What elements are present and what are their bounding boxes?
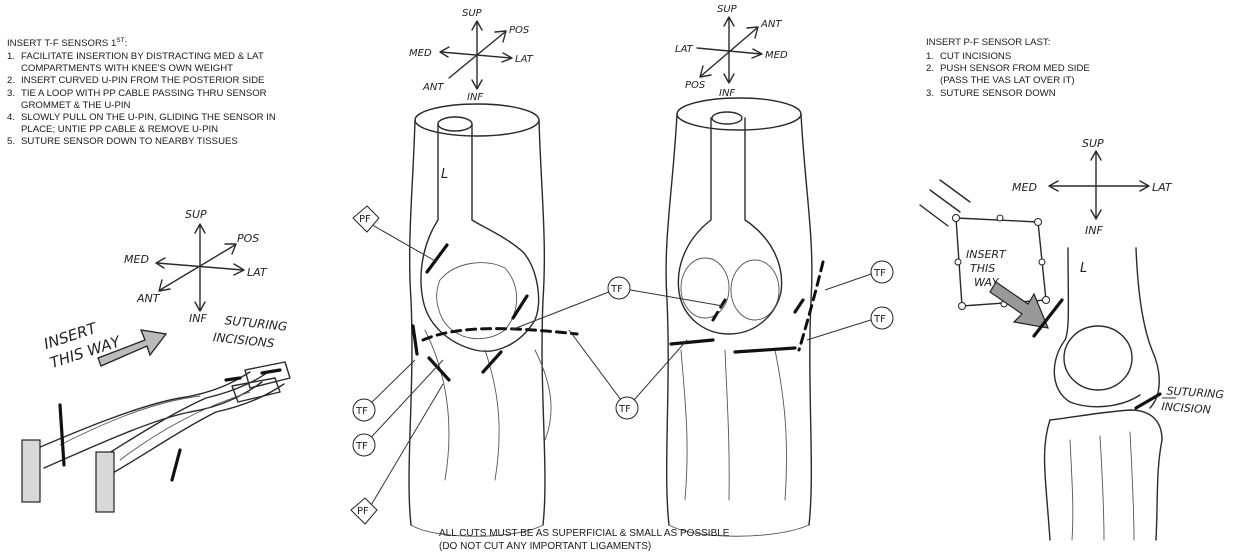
suturing-incision-label: SUTURING INCISION: [1161, 384, 1224, 417]
compass-med-label: MED: [1012, 181, 1037, 194]
compass-med-label: MED: [409, 48, 432, 59]
suturing-label-line: INCISION: [1161, 400, 1211, 416]
compass-pos-label: POS: [685, 80, 706, 91]
tf-callout-5: TF: [871, 261, 893, 283]
compass-ant-label: ANT: [136, 292, 161, 305]
compass-inf-label: INF: [467, 92, 483, 103]
tf-callout-6: TF: [871, 307, 893, 329]
tf-sensor-strips: [22, 362, 290, 512]
front-side-label: L: [441, 167, 448, 182]
insert-direction-label: INSERT THIS WAY: [42, 313, 125, 372]
pf-callout-text: PF: [359, 214, 371, 225]
compass-lat-label: LAT: [247, 266, 268, 279]
tf-callout-text: TF: [618, 404, 631, 415]
insert-label-line: INSERT: [966, 248, 1007, 261]
compass-sup-label: SUP: [1082, 137, 1104, 150]
sensor-body-lateral: [96, 452, 114, 512]
compass-ant-label: ANT: [422, 82, 444, 93]
front-orientation-compass: SUP POS MED LAT ANT INF: [409, 8, 534, 103]
tf-callout-text: TF: [873, 314, 886, 325]
insert-arrow-icon: [990, 282, 1048, 328]
cuts-warning-note: ALL CUTS MUST BE AS SUPERFICIAL & SMALL …: [439, 528, 799, 553]
orientation-compass: SUP POS MED LAT ANT INF: [124, 208, 268, 325]
sensor-body-medial: [22, 440, 40, 502]
suturing-label-line: INCISIONS: [212, 330, 275, 350]
suturing-label-line: SUTURING: [224, 313, 288, 333]
tf-callout-2: TF: [353, 434, 375, 456]
note-line: ALL CUTS MUST BE AS SUPERFICIAL & SMALL …: [439, 528, 799, 541]
compass-sup-label: SUP: [185, 208, 207, 221]
tf-callout-3: TF: [608, 277, 630, 299]
note-line: (DO NOT CUT ANY IMPORTANT LIGAMENTS): [439, 541, 799, 554]
pf-sensor-sketch: SUP MED LAT INF INSERT THIS WAY: [900, 0, 1244, 556]
compass-inf-label: INF: [1085, 224, 1103, 237]
compass-med-label: MED: [124, 253, 149, 266]
tf-sensor-sketch: SUP POS MED LAT ANT INF INSERT THIS WAY …: [0, 0, 340, 556]
tf-callout-text: TF: [355, 441, 368, 452]
pf-sensor-panel: INSERT P-F SENSOR LAST: 1.CUT INCISIONS …: [900, 0, 1244, 556]
compass-inf-label: INF: [719, 88, 735, 99]
tf-callout-4: TF: [616, 397, 638, 419]
compass-pos-label: POS: [509, 25, 530, 36]
side-label: L: [1080, 261, 1087, 276]
tf-callout-1: TF: [353, 399, 375, 421]
tf-sensor-panel: INSERT T-F SENSORS 1ST: 1.FACILITATE INS…: [0, 0, 340, 556]
pf-callout-top: PF: [353, 206, 379, 232]
insert-label-line: THIS: [970, 262, 995, 275]
compass-lat-label: LAT: [515, 54, 534, 65]
tf-callout-text: TF: [610, 284, 623, 295]
pf-sensor-pad: INSERT THIS WAY: [920, 180, 1050, 328]
tf-callout-text: TF: [355, 406, 368, 417]
knee-views-panel: SUP POS MED LAT ANT INF SUP ANT LAT MED …: [345, 0, 900, 556]
compass-pos-label: POS: [237, 232, 259, 245]
compass-med-label: MED: [765, 50, 788, 61]
pf-callout-text: PF: [357, 506, 369, 517]
knee-front-view: L: [409, 104, 577, 536]
compass-ant-label: ANT: [760, 19, 782, 30]
suturing-incisions-label: SUTURING INCISIONS: [212, 312, 288, 351]
compass-inf-label: INF: [189, 312, 207, 325]
knee-sketch: SUP POS MED LAT ANT INF SUP ANT LAT MED …: [345, 0, 900, 556]
compass-lat-label: LAT: [675, 44, 694, 55]
back-orientation-compass: SUP ANT LAT MED POS INF: [675, 4, 788, 99]
compass-sup-label: SUP: [462, 8, 483, 19]
compass-sup-label: SUP: [717, 4, 738, 15]
suturing-label-line: SUTURING: [1166, 384, 1224, 401]
callout-pointers: [364, 222, 877, 512]
compass-lat-label: LAT: [1152, 181, 1173, 194]
tf-callout-text: TF: [873, 268, 886, 279]
knee-back-view: [666, 98, 823, 536]
knee-side-view: L: [1034, 248, 1176, 540]
